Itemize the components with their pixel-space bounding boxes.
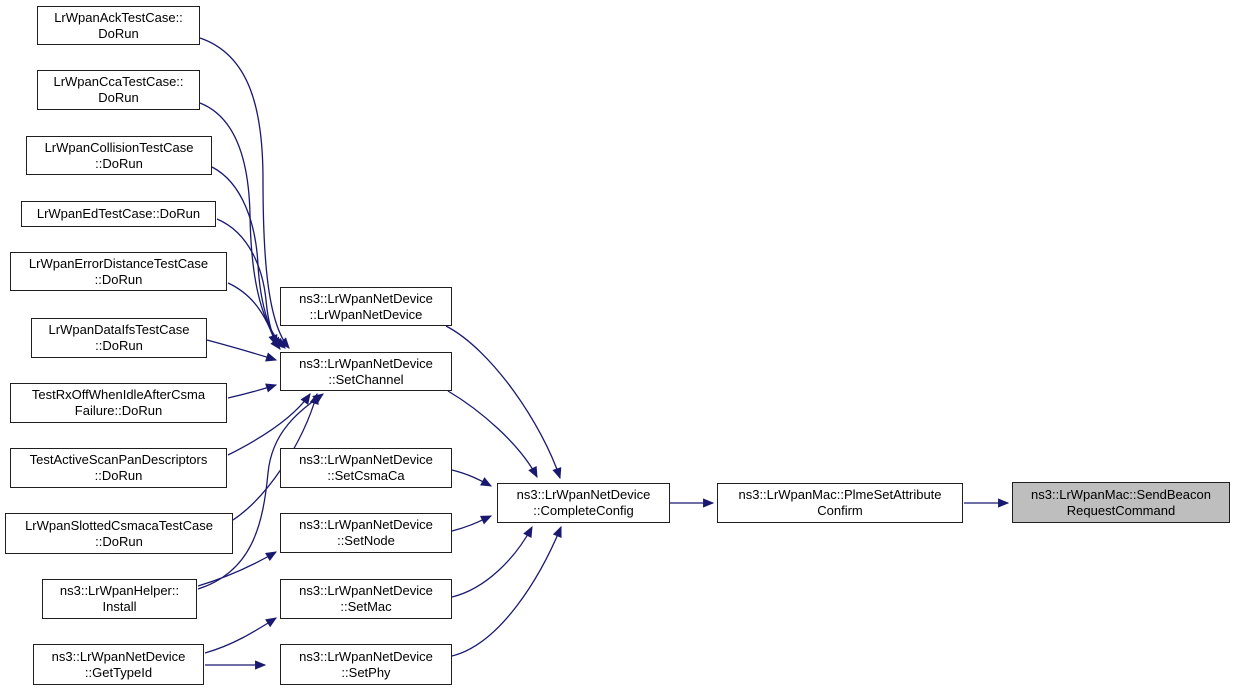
node-netdevice-completeconfig[interactable]: ns3::LrWpanNetDevice ::CompleteConfig (497, 483, 670, 523)
edge-constructor-to-completeconfig (445, 325, 562, 480)
node-label-line: LrWpanCcaTestCase:: (53, 74, 184, 89)
node-label-line: LrWpanCollisionTestCase (44, 139, 194, 155)
edge-install-to-setnode (197, 551, 278, 587)
node-slottedcsmaca-dorun[interactable]: LrWpanSlottedCsmacaTestCase ::DoRun (5, 513, 233, 554)
node-ed-dorun[interactable]: LrWpanEdTestCase::DoRun (21, 201, 216, 227)
node-label-line: DoRun (98, 90, 139, 105)
node-label-line: ns3::LrWpanNetDevice (299, 290, 433, 306)
node-dataifs-dorun[interactable]: LrWpanDataIfsTestCase ::DoRun (31, 318, 207, 358)
node-helper-install[interactable]: ns3::LrWpanHelper:: Install (42, 579, 197, 619)
edge-ack-to-setchannel (199, 37, 290, 349)
node-label-line: ns3::LrWpanNetDevice (51, 648, 186, 664)
node-errordistance-dorun[interactable]: LrWpanErrorDistanceTestCase ::DoRun (10, 252, 227, 291)
node-label-line: LrWpanSlottedCsmacaTestCase (25, 517, 213, 533)
node-label-line: TestActiveScanPanDescriptors (29, 452, 208, 467)
node-mac-plmesetattributeconfirm[interactable]: ns3::LrWpanMac::PlmeSetAttribute Confirm (717, 483, 963, 523)
node-label-line: ::DoRun (94, 271, 143, 287)
node-label-line: ns3::LrWpanNetDevice (299, 583, 433, 598)
node-label-line: ns3::LrWpanMac::PlmeSetAttribute (738, 487, 942, 502)
node-activescan-dorun[interactable]: TestActiveScanPanDescriptors ::DoRun (10, 448, 227, 488)
node-label-line: RequestCommand (1066, 502, 1176, 518)
node-label-line: LrWpanErrorDistanceTestCase (28, 255, 209, 271)
node-label-line: Failure::DoRun (74, 403, 163, 418)
node-label-line: ::SetMac (340, 599, 392, 614)
node-label-line: ::GetTypeId (84, 664, 153, 680)
edge-setphy-to-completeconfig (451, 525, 562, 657)
edge-errordistance-to-setchannel (227, 282, 278, 347)
edge-rxoffwhenidle-to-setchannel (227, 383, 278, 399)
node-label-line: ::DoRun (95, 155, 143, 171)
node-netdevice-setphy[interactable]: ns3::LrWpanNetDevice ::SetPhy (280, 644, 452, 685)
edge-install-to-setchannel (197, 393, 324, 590)
node-netdevice-setchannel[interactable]: ns3::LrWpanNetDevice ::SetChannel (280, 352, 452, 391)
node-label-line: LrWpanEdTestCase::DoRun (36, 206, 201, 221)
node-label-line: ::CompleteConfig (533, 503, 634, 518)
node-netdevice-setcsmaca[interactable]: ns3::LrWpanNetDevice ::SetCsmaCa (280, 448, 452, 488)
node-label-line: ::SetChannel (328, 371, 404, 387)
node-label-line: ::DoRun (95, 533, 143, 549)
node-label-line: TestRxOffWhenIdleAfterCsma (31, 387, 206, 402)
edge-setmac-to-completeconfig (451, 525, 533, 598)
node-label-line: ns3::LrWpanNetDevice (516, 487, 651, 502)
node-netdevice-setnode[interactable]: ns3::LrWpanNetDevice ::SetNode (280, 513, 452, 553)
node-label-line: ns3::LrWpanMac::SendBeacon (1031, 486, 1211, 502)
edge-dataifs-to-setchannel (206, 339, 278, 362)
node-label-line: ns3::LrWpanNetDevice (299, 517, 433, 532)
node-label-line: ns3::LrWpanNetDevice (299, 648, 433, 664)
node-label-line: ns3::LrWpanNetDevice (299, 452, 433, 467)
node-label-line: Confirm (817, 503, 863, 518)
node-label-line: LrWpanAckTestCase:: (54, 9, 183, 25)
node-label-line: ::LrWpanNetDevice (309, 306, 423, 322)
node-netdevice-gettypeid[interactable]: ns3::LrWpanNetDevice ::GetTypeId (33, 644, 204, 685)
edge-setchannel-to-completeconfig (447, 390, 538, 479)
node-mac-sendbeaconrequestcommand: ns3::LrWpanMac::SendBeacon RequestComman… (1012, 482, 1230, 523)
edge-activescan-to-setchannel (227, 393, 311, 456)
node-label-line: ns3::LrWpanNetDevice (299, 355, 433, 371)
node-netdevice-constructor[interactable]: ns3::LrWpanNetDevice ::LrWpanNetDevice (280, 287, 452, 326)
node-label-line: DoRun (98, 25, 139, 41)
node-label-line: ::DoRun (94, 468, 143, 483)
node-cca-dorun[interactable]: LrWpanCcaTestCase:: DoRun (37, 70, 200, 110)
node-rxoffwhenidle-dorun[interactable]: TestRxOffWhenIdleAfterCsma Failure::DoRu… (10, 383, 227, 423)
node-collision-dorun[interactable]: LrWpanCollisionTestCase ::DoRun (26, 136, 212, 175)
node-label-line: ::SetNode (337, 533, 395, 548)
node-label-line: ::DoRun (95, 338, 143, 353)
node-netdevice-setmac[interactable]: ns3::LrWpanNetDevice ::SetMac (280, 579, 452, 619)
edge-setcsmaca-to-completeconfig (451, 469, 493, 487)
node-ack-dorun[interactable]: LrWpanAckTestCase:: DoRun (37, 6, 200, 45)
node-label-line: ::SetCsmaCa (327, 468, 405, 483)
node-label-line: ::SetPhy (341, 664, 391, 680)
node-label-line: Install (102, 599, 137, 614)
edge-gettypeid-to-setmac (204, 617, 277, 654)
edge-setnode-to-completeconfig (451, 515, 493, 532)
node-label-line: LrWpanDataIfsTestCase (48, 322, 190, 337)
node-label-line: ns3::LrWpanHelper:: (59, 583, 180, 598)
